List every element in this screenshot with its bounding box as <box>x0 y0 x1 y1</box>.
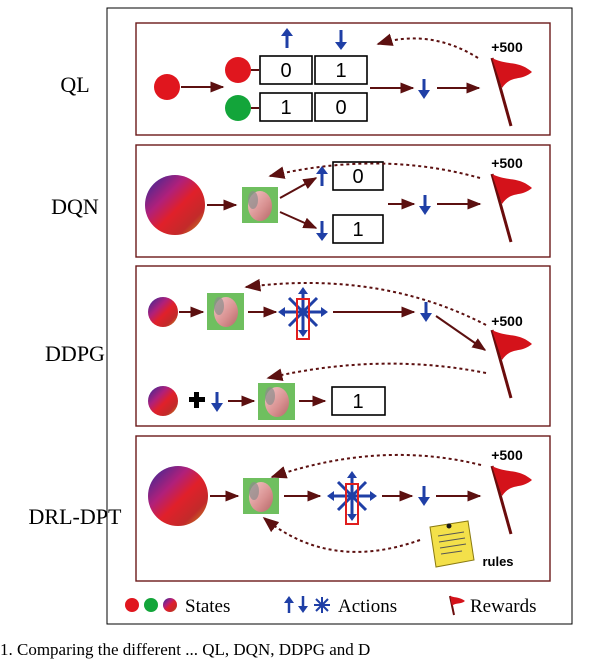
selected-action-highlight <box>296 298 310 340</box>
legend: States Actions Rewards <box>125 595 536 617</box>
legend-actions-label: Actions <box>338 596 397 617</box>
head-icon <box>207 293 244 330</box>
legend-rewards-label: Rewards <box>470 596 536 617</box>
panel-dqn: 0 1 +500 <box>145 155 532 244</box>
gradient-state-icon <box>148 386 178 416</box>
panel-frame-ql <box>135 22 551 136</box>
state-circle-icon <box>144 598 158 612</box>
head-icon <box>243 478 279 514</box>
panel-label-dqn: DQN <box>51 194 99 219</box>
transition-arrow <box>279 177 318 199</box>
arrow-down-icon <box>211 392 223 412</box>
q-value: 0 <box>280 60 291 82</box>
panel-label-drl-dpt: DRL-DPT <box>29 504 122 529</box>
reward-label: +500 <box>491 155 523 171</box>
reward-feedback-arrow <box>244 278 487 326</box>
state-circle-icon <box>154 74 180 100</box>
flag-icon <box>449 595 465 616</box>
gradient-state-icon <box>148 297 178 327</box>
state-circle-icon <box>225 95 251 121</box>
state-circle-icon <box>125 598 139 612</box>
panel-frame-drl-dpt <box>135 435 551 582</box>
rules-feedback-arrow <box>262 516 421 553</box>
transition-arrow <box>279 211 318 229</box>
flag-icon <box>490 57 532 127</box>
flag-icon <box>490 465 532 535</box>
reward-feedback-arrow <box>270 453 482 479</box>
panel-frame-dqn <box>135 144 551 258</box>
head-icon <box>242 187 278 223</box>
q-output-cell <box>331 386 386 416</box>
arrow-down-icon <box>298 596 308 613</box>
action-star-icon <box>327 471 377 525</box>
gradient-state-icon <box>145 175 205 235</box>
arrow-down-icon <box>418 486 430 506</box>
arrow-up-icon <box>281 28 293 48</box>
arrow-down-icon <box>420 302 432 322</box>
reward-label: +500 <box>491 39 523 55</box>
panel-drl-dpt: +500 rules <box>148 447 532 569</box>
state-circle-icon <box>225 57 251 83</box>
figure-caption: 1. Comparing the different ... QL, DQN, … <box>0 640 371 659</box>
q-value: 1 <box>352 391 363 413</box>
arrow-down-icon <box>418 79 430 99</box>
q-value: 0 <box>335 97 346 119</box>
sticky-note-icon <box>429 520 475 568</box>
reward-feedback-arrow <box>376 33 479 59</box>
flag-icon <box>490 173 532 243</box>
flag-icon <box>490 329 532 399</box>
outer-frame <box>106 7 573 625</box>
action-star-icon <box>278 287 328 340</box>
head-icon <box>258 383 295 420</box>
arrow-up-icon <box>316 166 328 186</box>
q-table-cell <box>314 92 368 122</box>
q-table-cell <box>259 92 313 122</box>
plus-icon <box>189 392 205 408</box>
q-table-cell <box>259 55 313 85</box>
gradient-state-icon <box>148 466 208 526</box>
arrow-down-icon <box>316 221 328 241</box>
rules-label: rules <box>482 554 513 569</box>
q-value: 0 <box>352 166 363 188</box>
legend-states-label: States <box>185 596 230 617</box>
q-output-cell <box>332 214 384 244</box>
panel-label-ddpg: DDPG <box>45 341 105 366</box>
action-star-icon <box>314 597 330 613</box>
q-table-cell <box>314 55 368 85</box>
reward-feedback-arrow <box>268 162 481 179</box>
panel-label-ql: QL <box>60 72 89 97</box>
q-value: 1 <box>280 97 291 119</box>
gradient-state-icon <box>163 598 177 612</box>
reward-feedback-arrow <box>266 362 487 381</box>
arrow-up-icon <box>284 596 294 613</box>
panel-frame-ddpg <box>135 265 551 427</box>
arrow-down-icon <box>419 195 431 215</box>
q-output-cell <box>332 161 384 191</box>
reward-label: +500 <box>491 313 523 329</box>
panel-ql: 0 1 1 0 +500 <box>154 28 532 127</box>
q-value: 1 <box>335 60 346 82</box>
transition-arrow <box>435 315 487 351</box>
selected-action-highlight <box>345 483 359 525</box>
panel-ddpg: +500 1 <box>148 278 532 420</box>
q-value: 1 <box>352 219 363 241</box>
reward-label: +500 <box>491 447 523 463</box>
arrow-down-icon <box>335 30 347 50</box>
